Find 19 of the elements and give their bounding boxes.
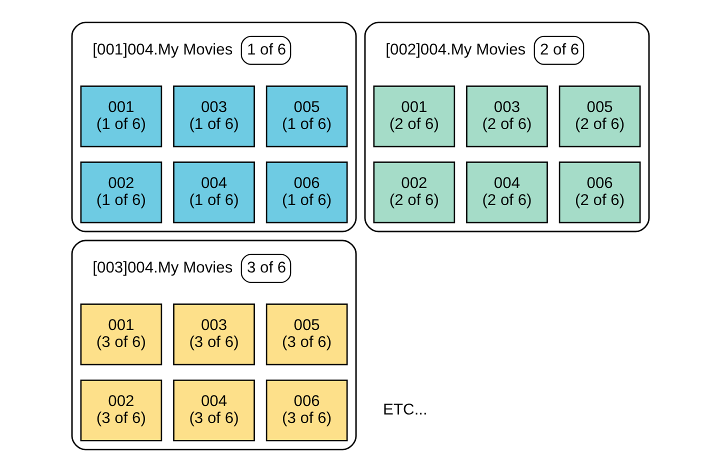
node-box: 003 (3 of 6) <box>173 303 255 365</box>
node-box: 001 (2 of 6) <box>373 85 456 147</box>
node-box: 005 (3 of 6) <box>266 303 348 365</box>
node-box: 003 (2 of 6) <box>466 85 548 147</box>
node-box: 006 (2 of 6) <box>558 161 641 223</box>
node-box: 006 (1 of 6) <box>266 161 348 223</box>
node-box: 004 (1 of 6) <box>173 161 255 223</box>
node-box: 005 (2 of 6) <box>558 85 641 147</box>
label: ETC... <box>383 401 428 418</box>
node-box: 004 (3 of 6) <box>173 379 255 441</box>
node-box: 004 (2 of 6) <box>466 161 548 223</box>
node-box: 003 (1 of 6) <box>173 85 255 147</box>
node-box: 002 (1 of 6) <box>80 161 162 223</box>
node-box: 001 (3 of 6) <box>80 303 162 365</box>
node-box: 002 (3 of 6) <box>80 379 162 441</box>
node-box: 005 (1 of 6) <box>266 85 348 147</box>
node-box: 001 (1 of 6) <box>80 85 162 147</box>
node-box: 002 (2 of 6) <box>373 161 456 223</box>
node-box: 006 (3 of 6) <box>266 379 348 441</box>
